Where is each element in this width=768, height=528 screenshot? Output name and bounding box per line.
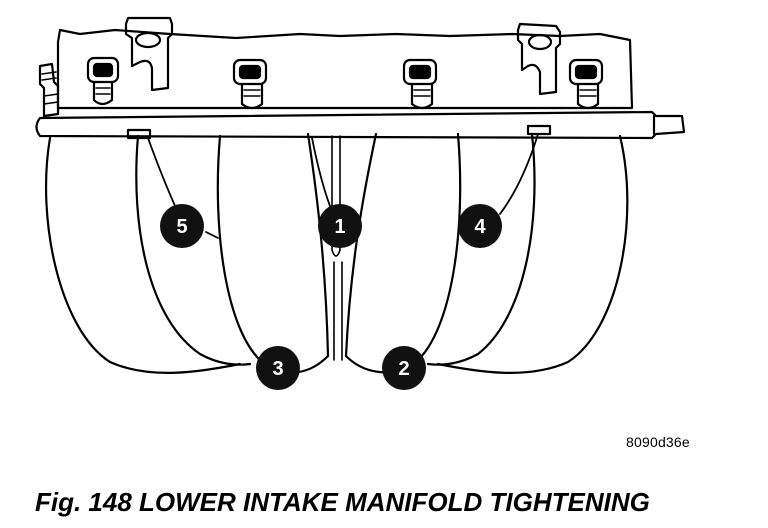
marker-5: 5 <box>160 204 204 248</box>
marker-1: 1 <box>318 204 362 248</box>
marker-1-label: 1 <box>334 216 345 238</box>
lift-bracket-left <box>124 16 174 92</box>
manifold-diagram: 5 1 4 3 2 <box>35 16 686 390</box>
runner-lobe-center-left-inner <box>306 132 330 358</box>
manifold-upper-flange <box>56 28 634 110</box>
marker-4-label: 4 <box>474 216 486 238</box>
marker-3: 3 <box>256 346 300 390</box>
lift-bracket-right <box>516 22 562 96</box>
fuel-rail <box>35 110 686 140</box>
injector-connector-4 <box>568 58 604 110</box>
marker-4: 4 <box>458 204 502 248</box>
injector-connector-3 <box>402 58 438 110</box>
runner-lobe-center-right <box>344 132 462 374</box>
manifold-illustration: 5 1 4 3 2 <box>35 16 686 390</box>
runner-lobe-left <box>44 136 242 374</box>
fuel-inlet-fitting <box>38 62 60 118</box>
marker-3-label: 3 <box>272 358 283 380</box>
injector-connector-1 <box>86 56 120 106</box>
marker-2: 2 <box>382 346 426 390</box>
runner-lobe-left-inner <box>135 134 252 366</box>
figure-caption: Fig. 148 LOWER INTAKE MANIFOLD TIGHTENIN… <box>35 487 650 517</box>
rail-boss-left <box>126 128 152 140</box>
marker-5-label: 5 <box>176 216 187 238</box>
marker-2-label: 2 <box>398 358 409 380</box>
runner-lobe-right-inner <box>426 132 536 366</box>
runner-lobe-right <box>436 134 629 374</box>
injector-connector-2 <box>232 58 268 110</box>
figure-reference-code: 8090d36e <box>626 434 690 450</box>
rail-boss-right <box>526 124 552 136</box>
runner-lobe-center-left <box>216 134 330 374</box>
